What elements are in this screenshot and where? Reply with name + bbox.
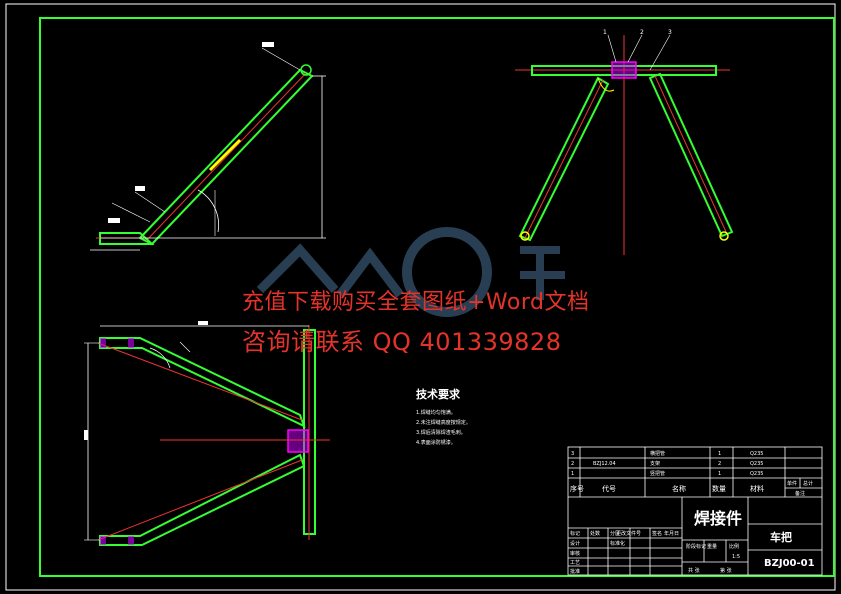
top-view [84,321,330,546]
bom-row-qty: 1 [718,451,721,457]
tb-label: 工艺 [570,560,580,566]
tb-small: 第 张 [720,567,732,574]
callout-2: 2 [640,29,644,36]
bom-row-name: 横把管 [650,450,665,457]
tech-req-line: 3.焊后清除焊渣毛刺。 [416,429,466,436]
bom-header: 代号 [602,484,616,493]
callout-3: 3 [668,29,672,36]
bom-row-qty: 2 [718,461,721,467]
bom-row-no: 2 [571,461,574,467]
bom-header: 单件 [787,480,797,487]
bom-row-no: 1 [571,471,574,477]
bom-header: 序号 [570,484,584,493]
bom-header: 备注 [795,490,805,497]
bom-row-no: 3 [571,451,574,457]
watermark-line-1: 充值下载购买全套图纸+Word文档 [242,290,590,315]
bom-header: 材料 [750,484,764,493]
bom-row-material: Q235 [750,461,763,467]
tb-small: 比例 [729,543,739,550]
tb-label: 分区 [610,530,620,537]
tb-label: 更改文件号 [616,530,641,537]
tb-label: 审核 [570,550,580,557]
tech-req-line: 2.未注焊缝高度按规定。 [416,419,471,426]
watermark-line-2: 咨询请联系 QQ 401339828 [242,328,562,356]
inner-border [39,17,835,577]
tech-req-title: 技术要求 [416,387,461,401]
bom-row-material: Q235 [750,451,763,457]
part-name: 车把 [770,530,792,544]
tb-label: 处数 [590,530,600,537]
callout-1: 1 [603,29,607,36]
tb-scale: 1:5 [732,554,740,560]
tb-small: 重量 [707,543,717,550]
side-view [90,42,326,251]
tech-req-line: 1.焊缝均匀饱满。 [416,409,456,416]
tech-requirements: 技术要求 1.焊缝均匀饱满。 2.未注焊缝高度按规定。 3.焊后清除焊渣毛刺。 … [416,387,471,446]
front-view: 1 2 3 [515,29,734,255]
bom-row-name: 竖把管 [650,470,665,477]
title-block [567,446,823,576]
tb-label: 标准化 [610,540,625,547]
drawing-title: 焊接件 [694,509,742,528]
tech-req-line: 4.表面涂防锈漆。 [416,439,456,446]
tb-small: 阶段标记 [686,543,706,550]
bom-row-qty: 1 [718,471,721,477]
bom-header: 数量 [712,484,726,493]
bom-row-material: Q235 [750,471,763,477]
tb-label: 批准 [570,568,580,575]
tb-label: 标记 [570,530,580,537]
tb-label: 设计 [570,540,580,547]
bom-header: 总计 [803,480,813,487]
bom-row-code: BZJ12.04 [593,461,616,467]
bom-row-name: 支架 [650,460,660,467]
part-number: BZJ00-01 [764,558,815,569]
bom-header: 名称 [672,484,686,493]
tb-small: 共 张 [688,567,700,574]
watermark-logo [256,227,565,317]
tb-label: 年月日 [664,530,679,537]
tb-label: 签名 [652,530,662,537]
